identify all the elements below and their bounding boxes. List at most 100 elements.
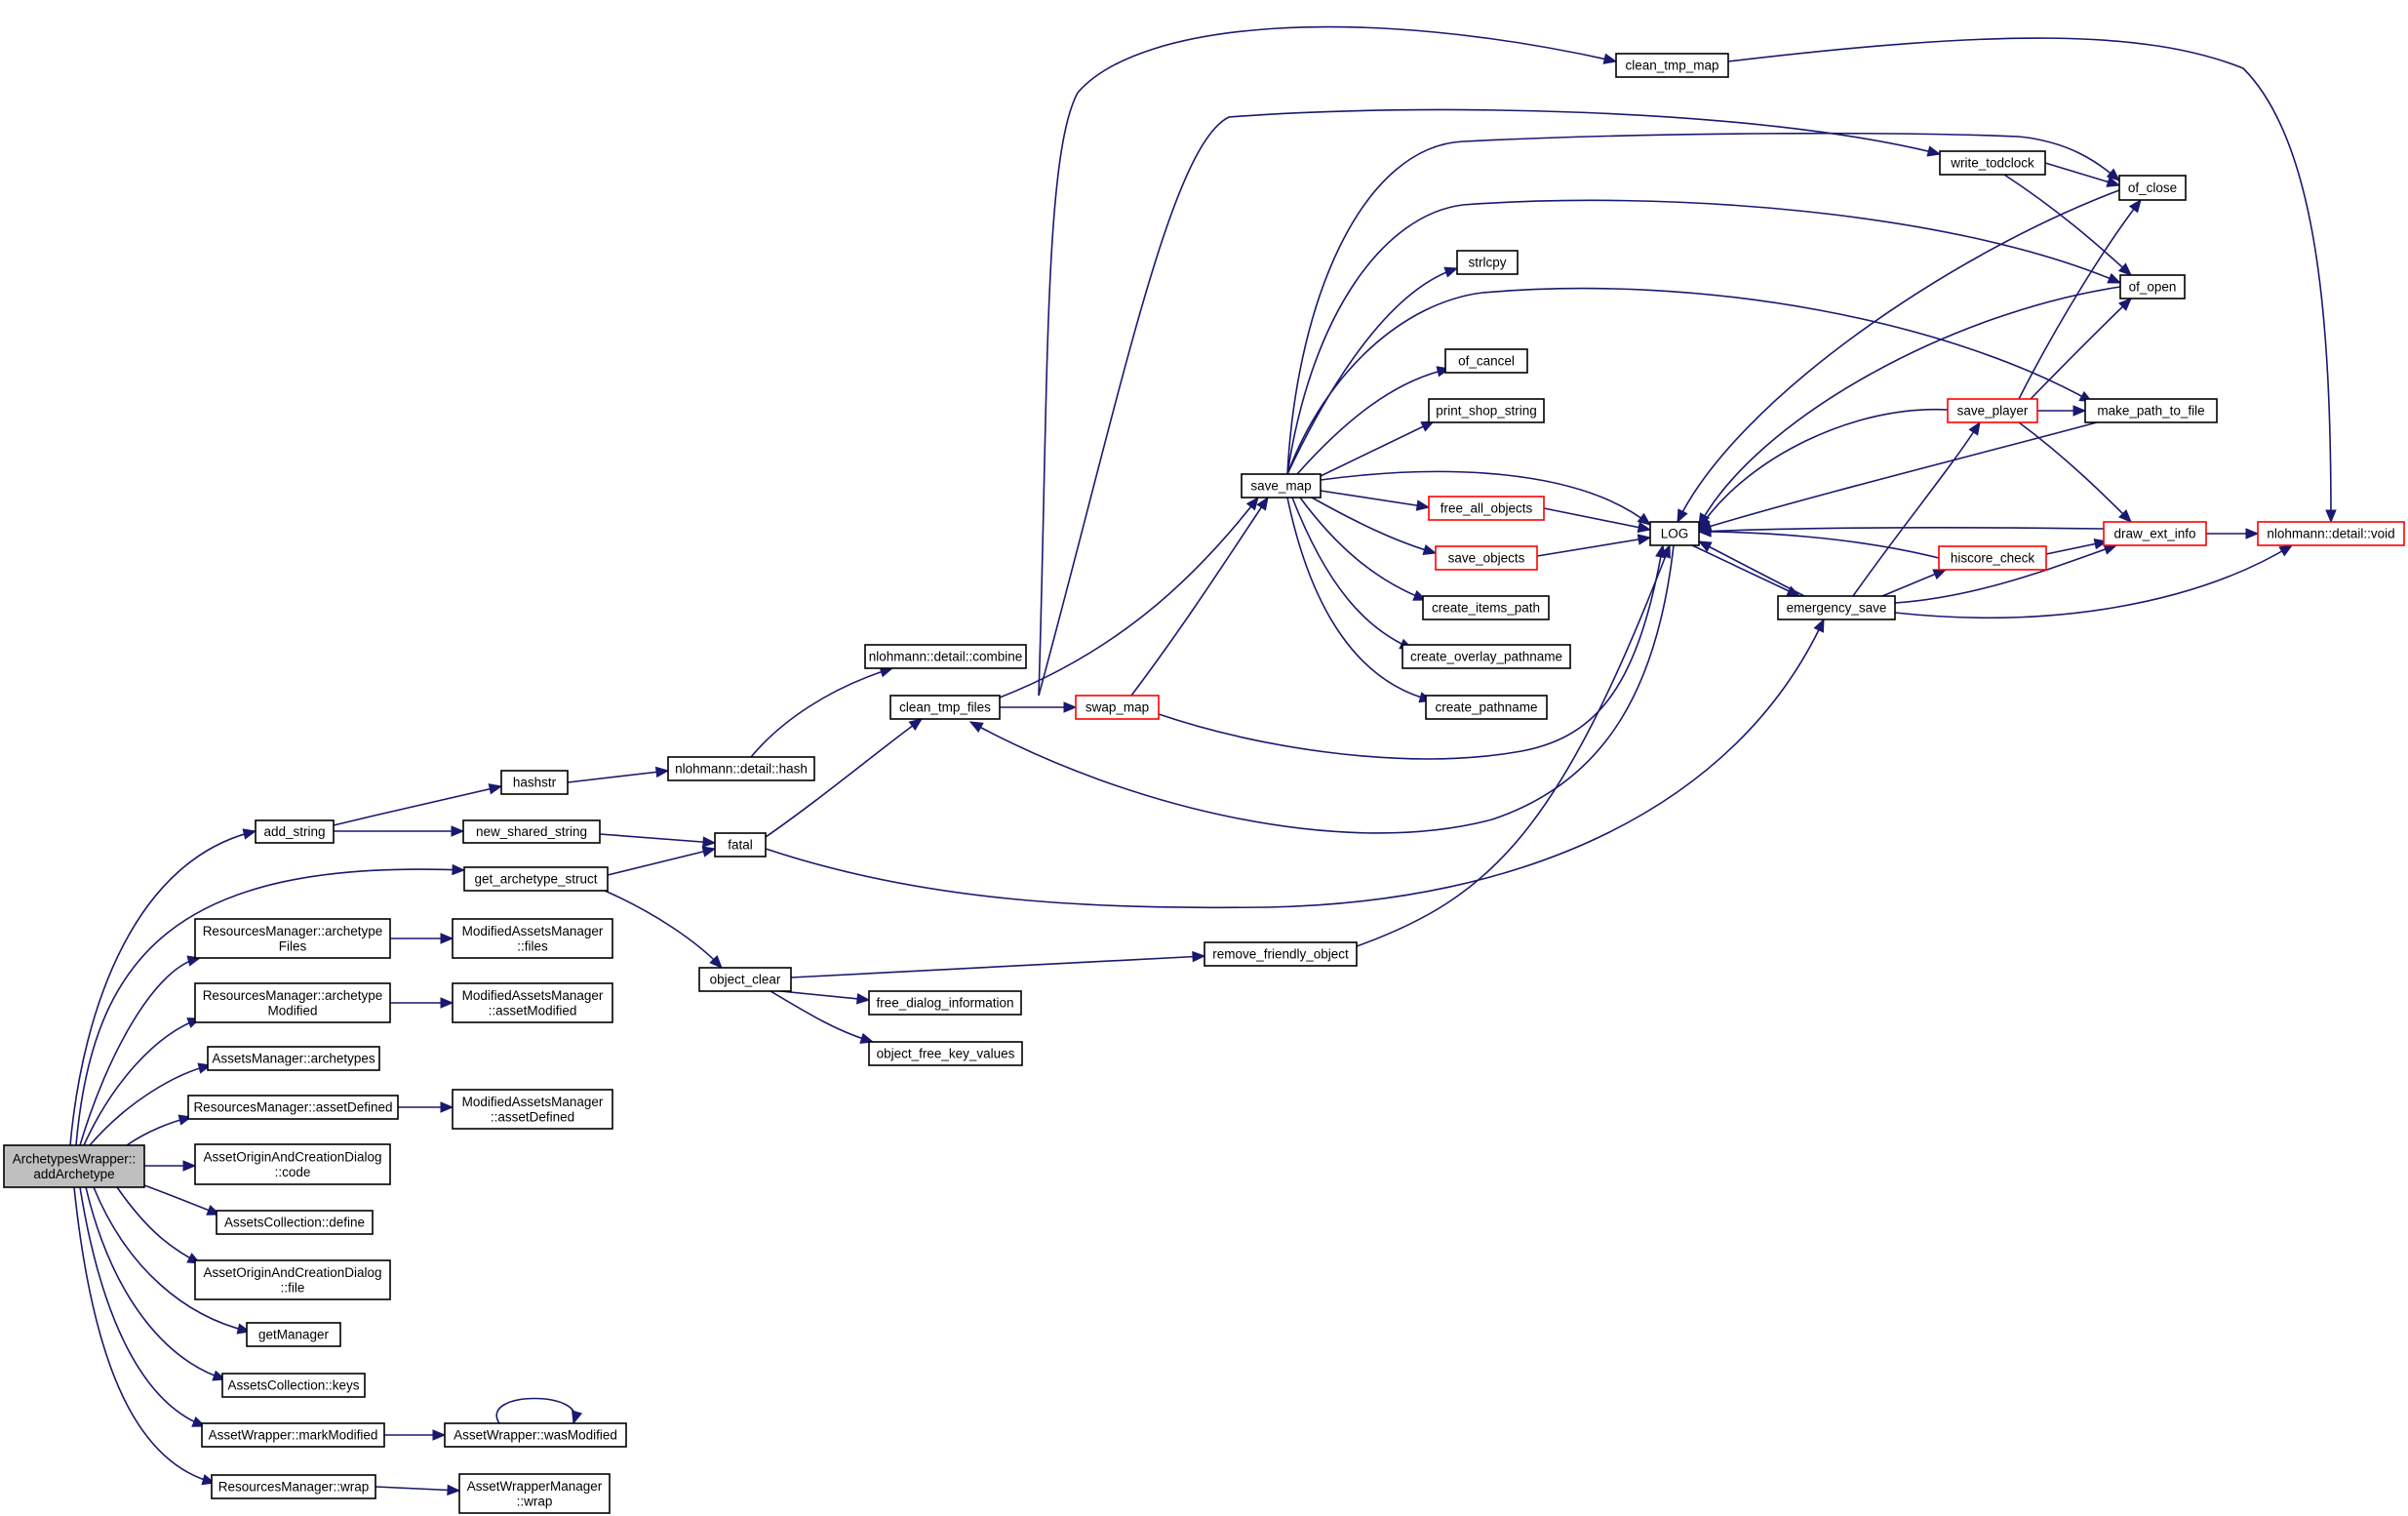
node-box <box>1425 695 1548 720</box>
node-LOG[interactable]: LOG <box>1649 521 1700 546</box>
node-mam-assetDefined[interactable]: ModifiedAssetsManager::assetDefined <box>452 1089 613 1130</box>
edge-save_map-to-of_cancel <box>1296 366 1451 475</box>
node-label: ModifiedAssetsManager <box>462 1095 604 1109</box>
edge-arrowhead <box>1697 525 1712 538</box>
node-ac-keys[interactable]: AssetsCollection::keys <box>221 1373 366 1398</box>
node-aocd-code[interactable]: AssetOriginAndCreationDialog::code <box>194 1143 391 1185</box>
edge-line <box>79 1186 206 1427</box>
node-label: AssetsManager::archetypes <box>212 1052 375 1066</box>
node-aocd-file[interactable]: AssetOriginAndCreationDialog::file <box>194 1259 391 1300</box>
node-of-cancel[interactable]: of_cancel <box>1444 348 1528 374</box>
node-strlcpy[interactable]: strlcpy <box>1456 250 1519 275</box>
node-write-todclock[interactable]: write_todclock <box>1939 150 2046 176</box>
edge-arrowhead <box>2278 544 2294 557</box>
edge-arrowhead <box>2117 262 2132 276</box>
node-aw-wasModified[interactable]: AssetWrapper::wasModified <box>444 1422 627 1448</box>
node-hashstr[interactable]: hashstr <box>500 770 569 795</box>
node-free-all-objects[interactable]: free_all_objects <box>1428 496 1545 521</box>
edge-line <box>750 667 893 758</box>
node-object-clear[interactable]: object_clear <box>698 967 792 992</box>
node-add-string[interactable]: add_string <box>255 819 335 844</box>
edge-line <box>779 990 870 1001</box>
node-clean-tmp-files[interactable]: clean_tmp_files <box>889 695 1001 720</box>
edge-line <box>1320 490 1430 508</box>
edge-arrowhead <box>452 863 466 876</box>
node-box <box>667 756 815 781</box>
edge-line <box>1130 497 1269 697</box>
node-clean-tmp-map[interactable]: clean_tmp_map <box>1615 53 1729 78</box>
node-label: nlohmann::detail::combine <box>869 650 1023 664</box>
node-mam-assetModified[interactable]: ModifiedAssetsManager::assetModified <box>452 982 613 1023</box>
node-remove-friendly-object[interactable]: remove_friendly_object <box>1204 941 1358 967</box>
node-label: of_close <box>2128 180 2177 195</box>
node-draw-ext-info[interactable]: draw_ext_info <box>2103 521 2207 546</box>
node-swap-map[interactable]: swap_map <box>1075 695 1160 720</box>
node-get-archetype-struct[interactable]: get_archetype_struct <box>463 866 609 892</box>
node-save-objects[interactable]: save_objects <box>1435 545 1538 571</box>
node-box <box>2084 398 2218 423</box>
edge-new_shared_string-to-fatal <box>599 833 717 848</box>
node-awm-wrap[interactable]: AssetWrapperManager::wrap <box>458 1473 611 1514</box>
edge-save_map-to-create_items_path <box>1299 497 1428 601</box>
node-label: ::wrap <box>517 1494 553 1508</box>
node-of-close[interactable]: of_close <box>2118 175 2187 201</box>
node-box <box>1422 595 1550 620</box>
edge-save_player-to-draw_ext_info <box>2018 421 2132 523</box>
node-new-shared-string[interactable]: new_shared_string <box>462 819 601 844</box>
node-ac-define[interactable]: AssetsCollection::define <box>216 1210 374 1235</box>
edge-arrowhead <box>1697 540 1713 552</box>
node-nd-combine[interactable]: nlohmann::detail::combine <box>864 644 1027 669</box>
node-root[interactable]: ArchetypesWrapper::addArchetype <box>3 1144 145 1188</box>
edge-arrowhead <box>447 1484 461 1496</box>
edge-line <box>599 833 716 844</box>
node-object-free-key-values[interactable]: object_free_key_values <box>868 1041 1023 1066</box>
node-free-dialog-information[interactable]: free_dialog_information <box>868 990 1022 1016</box>
node-rm-assetDefined[interactable]: ResourcesManager::assetDefined <box>187 1095 399 1120</box>
edge-free_all_objects-to-LOG <box>1543 507 1652 534</box>
node-create-pathname[interactable]: create_pathname <box>1425 695 1548 720</box>
node-am-archetypes[interactable]: AssetsManager::archetypes <box>207 1046 380 1071</box>
node-save-map[interactable]: save_map <box>1241 473 1322 499</box>
node-nd-hash[interactable]: nlohmann::detail::hash <box>667 756 815 781</box>
edge-line <box>1299 497 1427 601</box>
node-label: save_map <box>1250 479 1311 494</box>
edge-save_player-to-make_path_to_file <box>2037 405 2087 417</box>
node-label: strlcpy <box>1468 256 1506 270</box>
node-print-shop-string[interactable]: print_shop_string <box>1428 398 1545 423</box>
edge-line <box>1698 286 2121 527</box>
edge-line <box>1536 537 1651 557</box>
edge-save_map-to-save_objects <box>1311 497 1438 555</box>
edge-line <box>1320 420 1435 477</box>
node-rm-wrap[interactable]: ResourcesManager::wrap <box>211 1474 376 1499</box>
node-save-player[interactable]: save_player <box>1947 398 2038 423</box>
node-label: write_todclock <box>1950 156 2034 171</box>
node-nd-void[interactable]: nlohmann::detail::void <box>2257 521 2405 546</box>
node-label: AssetWrapper::wasModified <box>454 1428 617 1443</box>
edge-save_map-to-of_open <box>1286 199 2122 475</box>
node-mam-files[interactable]: ModifiedAssetsManager::files <box>452 918 613 959</box>
node-create-overlay-pathname[interactable]: create_overlay_pathname <box>1401 644 1571 669</box>
node-make-path-to-file[interactable]: make_path_to_file <box>2084 398 2218 423</box>
node-create-items-path[interactable]: create_items_path <box>1422 595 1550 620</box>
node-box <box>500 770 569 795</box>
edge-save_map-to-make_path_to_file <box>1286 287 2094 475</box>
node-of-open[interactable]: of_open <box>2119 274 2186 299</box>
node-box <box>458 1473 611 1514</box>
node-getManager[interactable]: getManager <box>246 1322 341 1347</box>
edge-line <box>1291 497 1413 650</box>
edge-line <box>607 848 716 876</box>
node-hiscore-check[interactable]: hiscore_check <box>1938 545 2047 571</box>
node-box <box>452 1089 613 1130</box>
edge-arrowhead <box>709 954 723 969</box>
node-fatal[interactable]: fatal <box>714 832 767 858</box>
edge-write_todclock-to-of_close <box>2044 162 2121 187</box>
edge-line <box>1286 132 2120 475</box>
node-label: hiscore_check <box>1951 551 2035 566</box>
edge-draw_ext_info-to-LOG <box>1697 525 2105 538</box>
node-emergency-save[interactable]: emergency_save <box>1777 595 1896 620</box>
edge-arrowhead <box>1420 420 1436 432</box>
node-aw-markModified[interactable]: AssetWrapper::markModified <box>201 1422 385 1448</box>
node-label: draw_ext_info <box>2113 527 2195 541</box>
